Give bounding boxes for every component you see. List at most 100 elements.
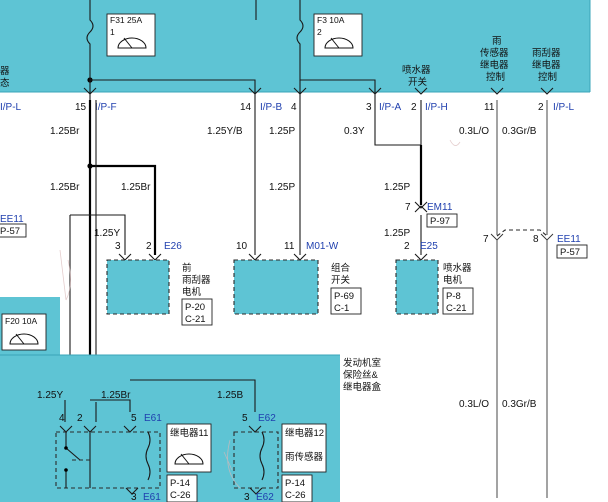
fuse-f3[interactable]: F3 10A 2 — [313, 13, 363, 57]
svg-text:C-26: C-26 — [285, 490, 306, 501]
svg-text:3: 3 — [244, 492, 250, 502]
svg-text:E61: E61 — [143, 492, 161, 502]
fuse-element-f3 — [296, 0, 304, 66]
svg-text:E26: E26 — [164, 241, 182, 252]
svg-text:C-1: C-1 — [334, 303, 349, 314]
svg-text:C-21: C-21 — [185, 314, 206, 325]
svg-text:P-69: P-69 — [334, 291, 354, 302]
ip-pin-4: 4 — [291, 102, 297, 113]
relay12-sub: 雨传感器 — [285, 451, 324, 463]
svg-text:控制: 控制 — [486, 71, 505, 83]
engine-box-label: 发动机室 保险丝& 继电器盒 — [343, 357, 382, 393]
svg-text:控制: 控制 — [538, 71, 557, 83]
wire-label: 0.3Y — [344, 126, 365, 137]
svg-text:前: 前 — [182, 262, 192, 274]
svg-text:E62: E62 — [256, 492, 274, 502]
ip-conn-f: I/P-F — [95, 102, 117, 113]
wire-label: 1.25P — [269, 126, 295, 137]
wiper-icon — [174, 453, 204, 465]
wire-label: 1.25P — [384, 182, 410, 193]
fuse-f3-pin: 2 — [317, 27, 322, 37]
svg-text:P-8: P-8 — [446, 291, 461, 302]
ip-conn-b: I/P-B — [260, 102, 283, 113]
front-wiper-motor[interactable]: 3 2 E26 前 雨刮器 电机 P-20 C-21 — [106, 241, 213, 326]
wire-label: 0.3L/O — [459, 399, 489, 410]
svg-text:3: 3 — [115, 241, 121, 252]
wire-label: 0.3Gr/B — [502, 126, 537, 137]
ee11-left-conn: EE11 — [0, 214, 24, 225]
fuse-f20-label: F20 10A — [5, 316, 37, 326]
wire-label: 1.25Br — [50, 126, 80, 137]
wire-label: 1.25Br — [101, 390, 131, 401]
svg-text:喷水器: 喷水器 — [402, 64, 431, 76]
svg-text:E62: E62 — [258, 413, 276, 424]
svg-text:E61: E61 — [144, 413, 162, 424]
wiper-icon — [9, 333, 39, 345]
ee11-left-ref[interactable]: P-57 — [0, 223, 27, 238]
wire-label: 1.25Y — [94, 228, 120, 239]
svg-text:M01-W: M01-W — [306, 241, 339, 252]
relay-12[interactable]: 5 E62 继电器12 雨传感器 3 E62 P-14 C-26 — [233, 413, 327, 502]
svg-text:电机: 电机 — [182, 286, 202, 298]
washer-motor[interactable]: 2 E25 喷水器 电机 P-8 C-21 — [395, 241, 474, 315]
ip-pin-15: 15 — [75, 102, 87, 113]
relay12-label: 继电器12 — [285, 427, 324, 439]
wire-label: 1.25Br — [121, 182, 151, 193]
ee11-pin-7: 7 — [483, 234, 489, 245]
wire-label: 1.25P — [269, 182, 295, 193]
wire-label: 1.25B — [217, 390, 243, 401]
wire-label: 1.25Y/B — [207, 126, 243, 137]
fuse-f31[interactable]: F31 25A 1 — [106, 13, 156, 57]
combination-switch[interactable]: 10 11 M01-W 组合 开关 P-69 C-1 — [233, 241, 362, 315]
relay-11[interactable]: 4 2 5 E61 继电器11 3 E61 P-14 C-26 — [55, 413, 212, 502]
svg-text:组合: 组合 — [331, 262, 351, 274]
svg-text:2: 2 — [146, 241, 152, 252]
svg-text:C-21: C-21 — [446, 303, 467, 314]
svg-text:P-57: P-57 — [0, 226, 20, 237]
svg-text:11: 11 — [284, 241, 295, 252]
svg-text:传感器: 传感器 — [480, 47, 509, 59]
ip-conn-h: I/P-H — [425, 102, 448, 113]
fuse-f31-label: F31 25A — [110, 15, 142, 25]
left-fragment-1: 器 — [0, 66, 10, 77]
left-fragment-2: 态 — [0, 77, 10, 89]
faint-stamp — [59, 139, 461, 489]
rain-sensor-relay-label: 雨 传感器 继电器 控制 — [480, 36, 509, 83]
svg-text:电机: 电机 — [443, 274, 463, 286]
svg-text:继电器盒: 继电器盒 — [343, 381, 382, 393]
svg-text:P-14: P-14 — [170, 478, 190, 489]
svg-text:P-57: P-57 — [560, 247, 580, 258]
svg-text:5: 5 — [242, 413, 248, 424]
svg-text:5: 5 — [131, 413, 137, 424]
em11-ref-box[interactable]: P-97 — [426, 213, 458, 228]
wiper-icon — [117, 37, 147, 49]
ee11-right-ref[interactable]: P-57 — [556, 244, 588, 259]
svg-text:2: 2 — [77, 413, 83, 424]
svg-text:保险丝&: 保险丝& — [343, 369, 379, 381]
ee11-pin-8: 8 — [533, 234, 539, 245]
ip-pin-14: 14 — [240, 102, 252, 113]
svg-text:E25: E25 — [420, 241, 438, 252]
ip-conn-a: I/P-A — [379, 102, 402, 113]
ip-conn-l: I/P-L — [553, 102, 575, 113]
fuse-f3-label: F3 10A — [317, 15, 345, 25]
svg-text:3: 3 — [131, 492, 137, 502]
svg-text:喷水器: 喷水器 — [443, 262, 472, 274]
svg-text:继电器: 继电器 — [532, 59, 561, 71]
ip-pin-2b: 2 — [538, 102, 544, 113]
fuse-f31-pin: 1 — [110, 27, 115, 37]
wire-label: 1.25P — [384, 228, 410, 239]
em11-pin: 7 — [405, 202, 411, 213]
em11-conn: EM11 — [427, 202, 453, 213]
ip-connector-chevrons — [83, 87, 554, 95]
svg-text:发动机室: 发动机室 — [343, 357, 381, 369]
svg-text:P-97: P-97 — [430, 216, 450, 227]
relay11-label: 继电器11 — [170, 427, 208, 439]
wire-label: 0.3L/O — [459, 126, 489, 137]
wiper-relay-label: 雨刮器 继电器 控制 — [532, 47, 561, 83]
ip-left-conn: I/P-L — [0, 102, 22, 113]
fuse-f20[interactable]: F20 10A — [1, 313, 47, 351]
ee11-right-conn: EE11 — [557, 234, 581, 245]
fuse-element-f31 — [86, 0, 94, 66]
